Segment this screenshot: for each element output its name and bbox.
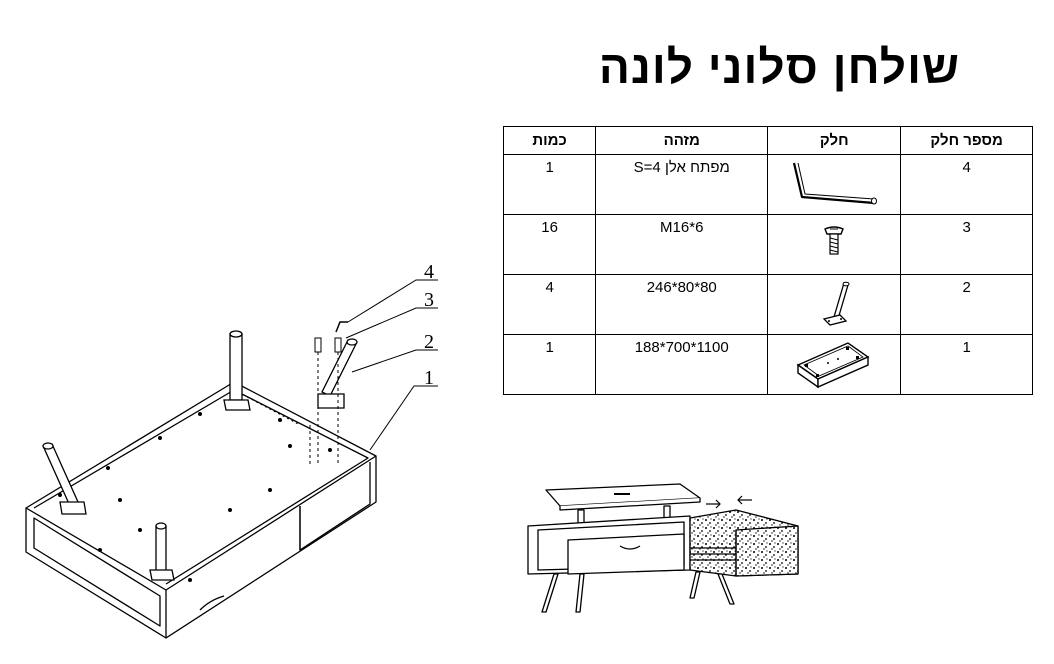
tabletop-icon — [796, 342, 870, 389]
table-row: 4 מפתח אלן S=4 1 — [502, 154, 1033, 215]
product-preview — [527, 483, 799, 613]
cell-identifier: 1100*700*188 — [595, 334, 769, 395]
screw-icon — [824, 226, 845, 255]
cell-part-image — [767, 334, 902, 395]
cell-identifier: מפתח אלן S=4 — [595, 154, 769, 215]
cell-part-number: 4 — [900, 154, 1033, 215]
table-header-row: מספר חלק חלק מזהה כמות — [502, 126, 1033, 155]
callout-label: 2 — [424, 331, 434, 353]
cell-quantity: 16 — [502, 214, 597, 275]
cell-quantity: 1 — [502, 154, 597, 215]
leg-icon — [822, 281, 850, 326]
header-part: חלק — [767, 126, 902, 155]
cell-identifier: 80*80*246 — [595, 274, 769, 335]
cell-part-number: 1 — [900, 334, 1033, 395]
cell-part-image — [767, 214, 902, 275]
cell-quantity: 1 — [502, 334, 597, 395]
page-title: שולחן סלוני לונה — [598, 41, 960, 93]
assembly-diagram: 4 3 2 1 — [25, 261, 438, 639]
callout-label: 4 — [424, 261, 434, 283]
table-row: 3 M16*6 16 — [502, 214, 1033, 275]
callout-label: 3 — [424, 289, 434, 311]
table-row: 2 80*80*246 4 — [502, 274, 1033, 335]
cell-identifier: M16*6 — [595, 214, 769, 275]
cell-part-number: 2 — [900, 274, 1033, 335]
parts-table: מספר חלק חלק מזהה כמות 4 מפתח אלן S=4 1 … — [502, 126, 1033, 395]
allen-key-icon — [793, 162, 878, 205]
header-quantity: כמות — [502, 126, 597, 155]
callout-label: 1 — [424, 367, 434, 389]
cell-part-image — [767, 154, 902, 215]
header-part-number: מספר חלק — [900, 126, 1033, 155]
cell-quantity: 4 — [502, 274, 597, 335]
header-identifier: מזהה — [595, 126, 769, 155]
table-row: 1 1100*700*188 1 — [502, 334, 1033, 395]
cell-part-number: 3 — [900, 214, 1033, 275]
cell-part-image — [767, 274, 902, 335]
